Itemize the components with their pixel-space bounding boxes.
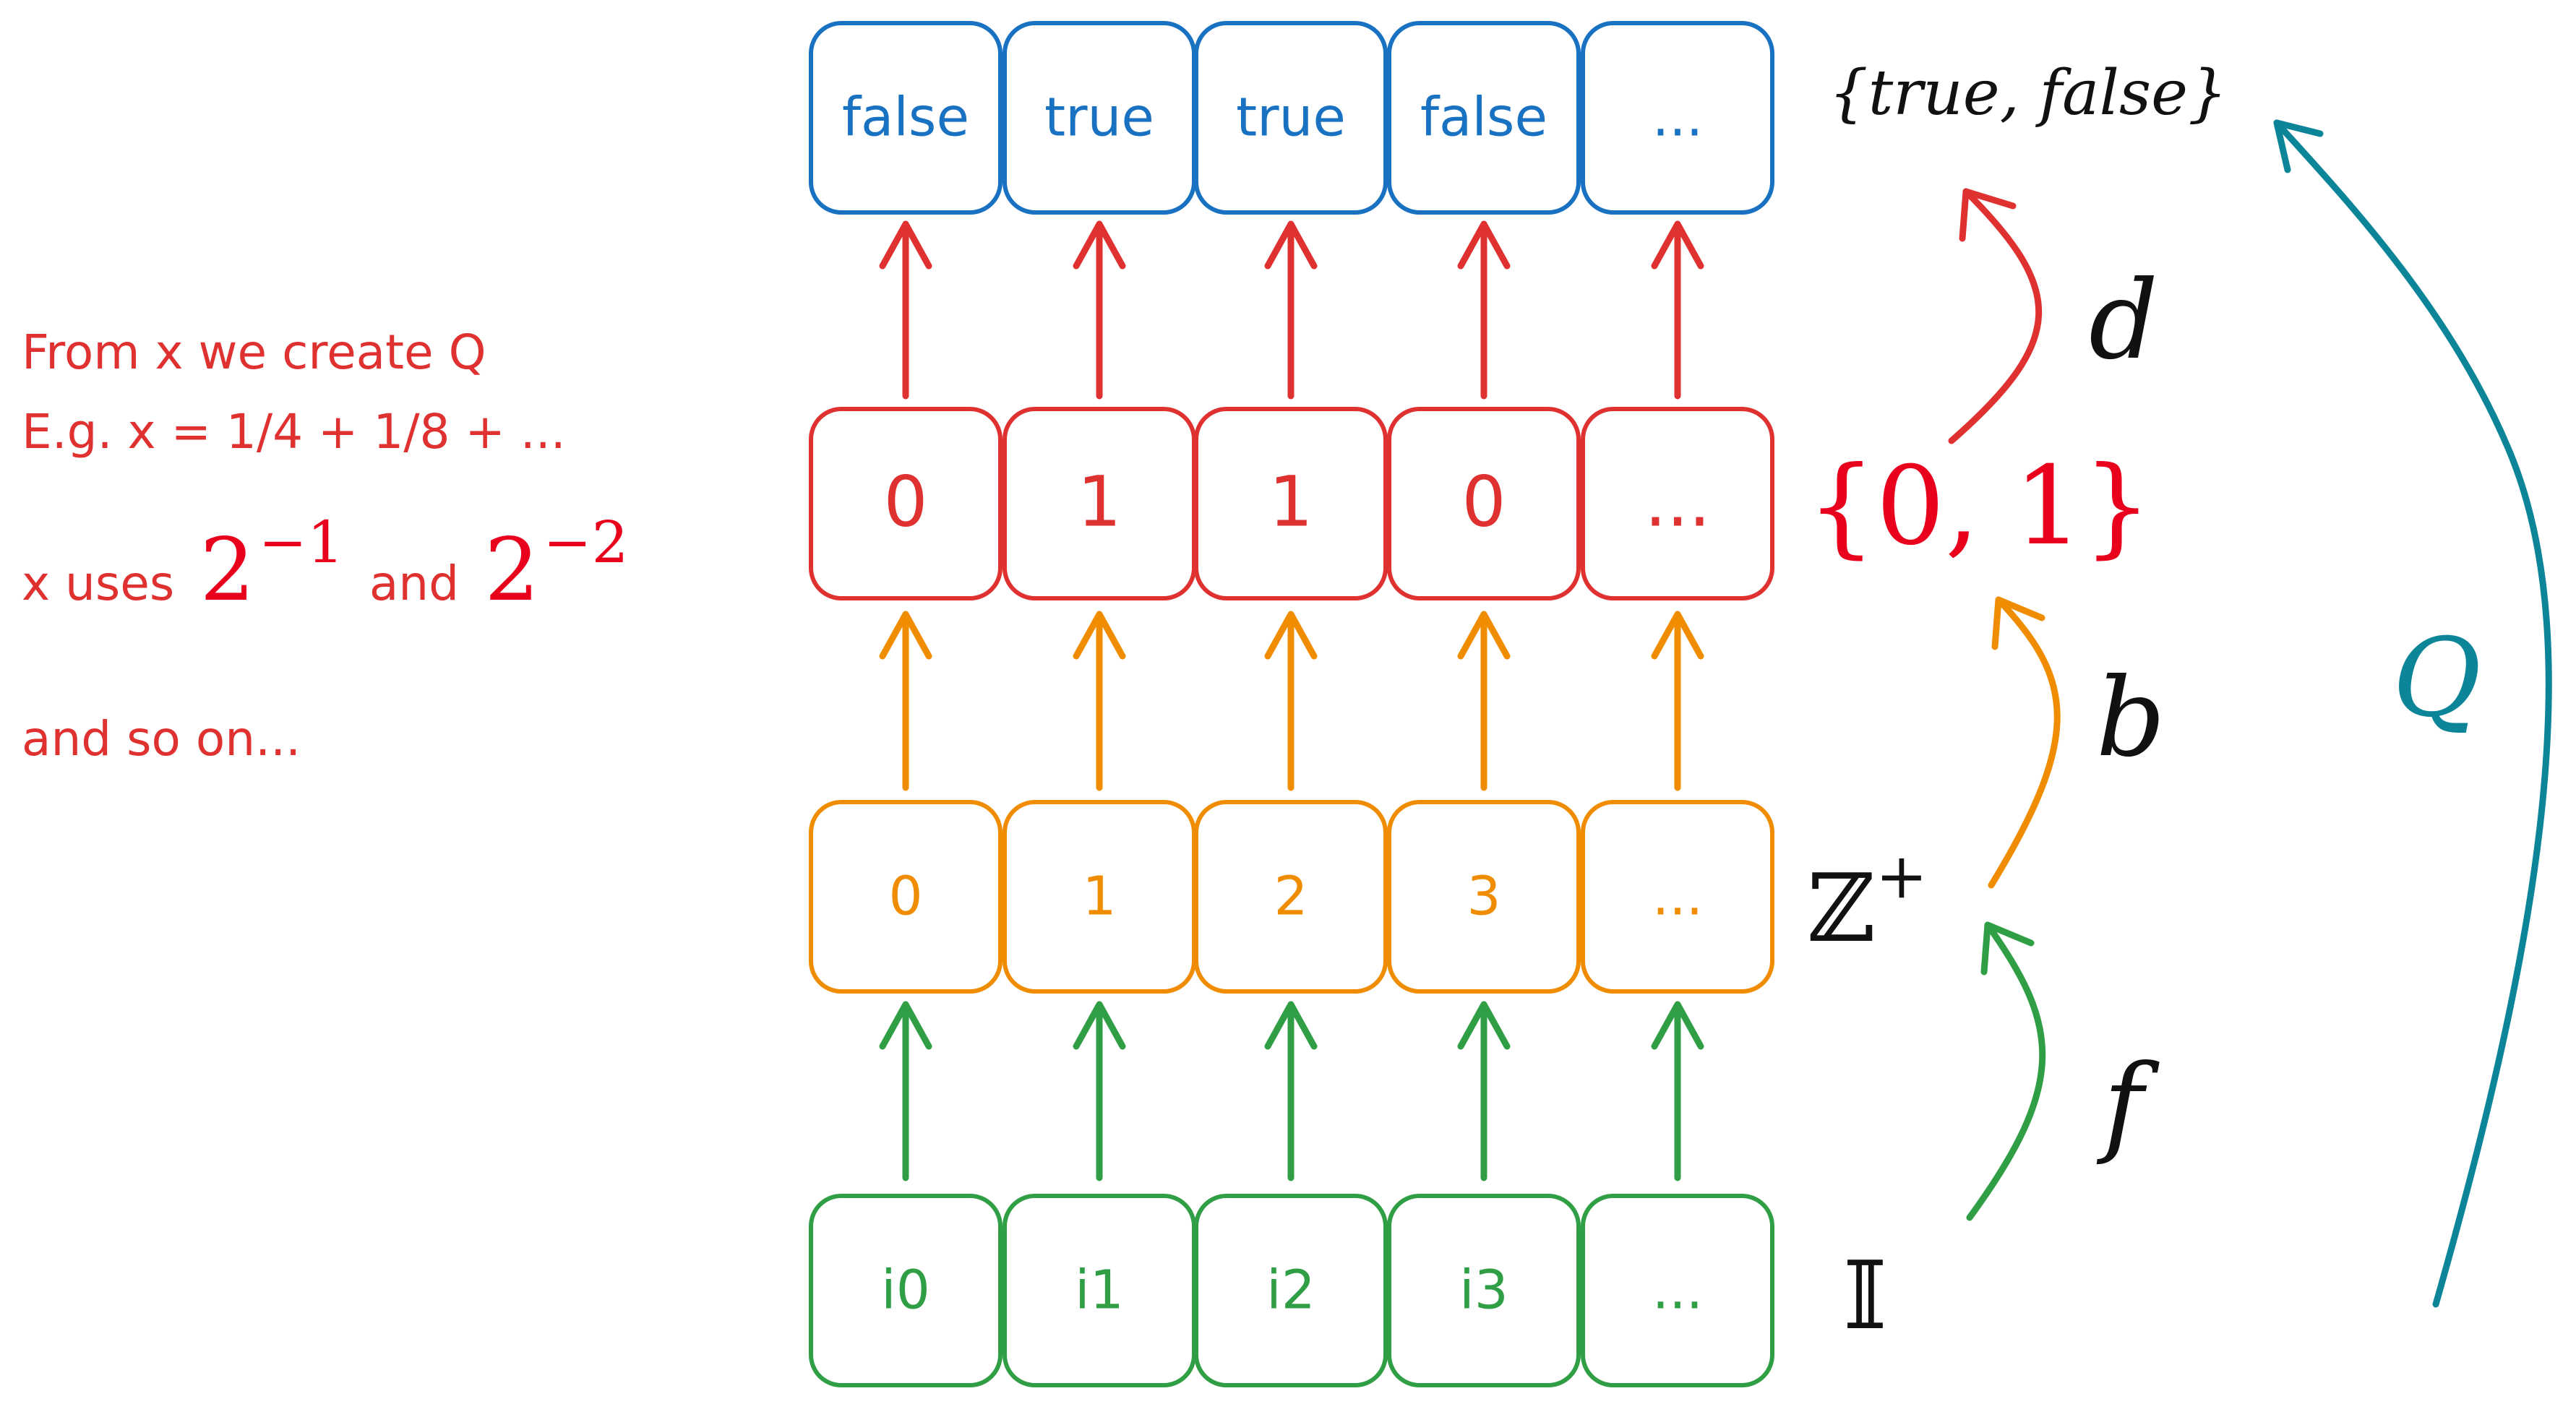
cell-box: [1387, 1194, 1581, 1387]
set-label-naturals-base: ℤ: [1807, 853, 1876, 963]
map-label-b: b: [2096, 655, 2165, 781]
arrow-up: [1073, 611, 1126, 791]
note-line-2: E.g. x = 1/4 + 1/8 + ...: [22, 404, 566, 460]
power-exponent-2: −2: [544, 509, 629, 576]
explanation-note: From x we create Q E.g. x = 1/4 + 1/8 + …: [22, 324, 628, 767]
cell-value: 0: [883, 461, 927, 542]
cell-box: [1581, 1194, 1774, 1387]
cell-value: true: [1044, 87, 1154, 149]
arrow-up: [879, 611, 932, 791]
cell-box: [1387, 21, 1581, 215]
curve-arrow-b: [1988, 596, 2061, 889]
row-index-elements: i0 i1 i2 i3...: [809, 1194, 1774, 1387]
cell-box: [1581, 800, 1774, 994]
cell-box: [1387, 800, 1581, 994]
set-label-bits: {0, 1}: [1807, 444, 2152, 569]
arrows-d-mapping: [879, 220, 1704, 400]
set-label-naturals-sup: +: [1876, 840, 1928, 913]
map-label-Q: Q: [2392, 616, 2481, 741]
cell-box: [1194, 1194, 1388, 1387]
arrows-b-mapping: [879, 611, 1704, 791]
cell-value: i3: [1459, 1259, 1508, 1322]
cell-value: ...: [1652, 87, 1704, 149]
cell-box: [1194, 21, 1388, 215]
curve-arrow-f: [1966, 921, 2046, 1221]
row-binary-digits: 0 1 1 0...: [809, 407, 1774, 600]
cell-value: 0: [1461, 461, 1506, 542]
cell-box: [809, 21, 1003, 215]
arrow-up: [1651, 611, 1704, 791]
arrow-up: [1073, 220, 1126, 400]
cell-value: false: [1420, 87, 1547, 149]
cell-value: 0: [888, 866, 922, 928]
cell-value: 1: [1082, 866, 1116, 928]
cell-value: false: [842, 87, 969, 149]
cell-value: ...: [1644, 461, 1711, 542]
map-label-d: d: [2089, 258, 2158, 384]
cell-value: 1: [1077, 461, 1121, 542]
cell-value: i1: [1075, 1259, 1124, 1322]
arrow-up: [1651, 1001, 1704, 1181]
note-line-3: x uses 2 −1 and 2 −2: [22, 509, 628, 621]
arrow-up: [1073, 1001, 1126, 1181]
arrow-up: [879, 220, 932, 400]
cell-value: 2: [1274, 866, 1308, 928]
map-label-f: f: [2096, 1042, 2160, 1168]
cell-value: i2: [1266, 1259, 1315, 1322]
cell-value: 3: [1467, 866, 1500, 928]
cell-value: true: [1236, 87, 1346, 149]
power-base-1: 2: [199, 520, 254, 621]
arrows-f-mapping: [879, 1001, 1704, 1181]
curve-arrow-Q: [2273, 119, 2552, 1308]
cell-value: ...: [1652, 1259, 1704, 1322]
curve-arrow-d: [1948, 188, 2043, 444]
cell-box: [1581, 407, 1774, 600]
arrow-up: [879, 1001, 932, 1181]
note-line-1: From x we create Q: [22, 324, 486, 380]
cell-box: [1194, 407, 1388, 600]
arrow-up: [1457, 1001, 1511, 1181]
set-label-index: 𝕀: [1843, 1241, 1887, 1351]
arrow-up: [1457, 220, 1511, 400]
arrow-up: [1264, 611, 1318, 791]
note-line-3-and: and: [369, 556, 459, 611]
cell-box: [809, 1194, 1003, 1387]
set-label-bool: {true, false}: [1829, 57, 2228, 129]
cell-box: [1194, 800, 1388, 994]
cell-box: [1581, 21, 1774, 215]
cell-box: [1387, 407, 1581, 600]
arrow-up: [1264, 1001, 1318, 1181]
row-positive-integers: 0 1 2 3...: [809, 800, 1774, 994]
cell-box: [809, 800, 1003, 994]
row-boolean-values: false true true false...: [809, 21, 1774, 215]
cell-value: ...: [1652, 866, 1704, 928]
cell-box: [809, 407, 1003, 600]
power-exponent-1: −1: [259, 509, 344, 576]
cell-value: 1: [1268, 461, 1313, 542]
arrow-up: [1457, 611, 1511, 791]
arrow-up: [1651, 220, 1704, 400]
note-line-3-start: x uses: [22, 556, 174, 611]
set-label-naturals: ℤ+: [1807, 840, 1928, 963]
note-line-4: and so on...: [22, 711, 301, 767]
power-base-2: 2: [484, 520, 539, 621]
arrow-up: [1264, 220, 1318, 400]
cell-value: i0: [881, 1259, 930, 1322]
